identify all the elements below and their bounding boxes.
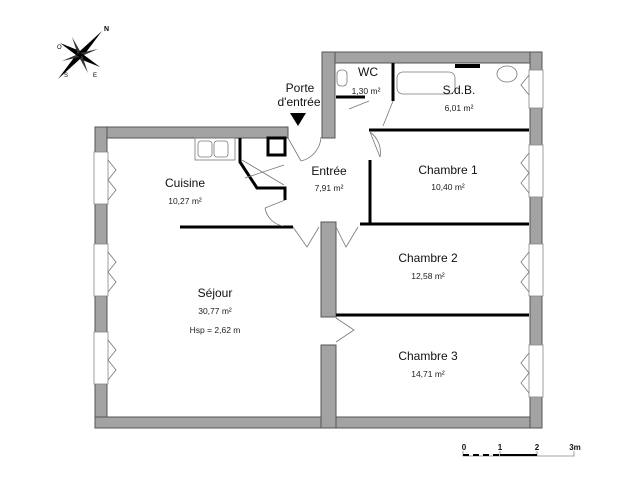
compass-s: S <box>64 73 68 79</box>
room-sejour: Séjour 30,77 m² Hsp = 2,62 m <box>190 286 241 335</box>
scale-tick-2: 2 <box>535 443 540 452</box>
room-area: 1,30 m² <box>352 86 381 96</box>
room-name: Chambre 3 <box>398 349 458 363</box>
room-area: 14,71 m² <box>411 369 445 379</box>
room-name: WC <box>358 65 378 79</box>
interior-partitions <box>180 63 529 317</box>
room-area: 7,91 m² <box>315 183 344 193</box>
ceiling-height: Hsp = 2,62 m <box>190 325 241 335</box>
room-name: Chambre 1 <box>418 163 478 177</box>
compass-rose-icon: N O S E <box>57 26 109 79</box>
scale-bar: 0 1 2 3m <box>462 443 581 457</box>
compass-o: O <box>57 45 62 51</box>
windows <box>93 69 544 398</box>
compass-n: N <box>104 26 109 33</box>
room-area: 12,58 m² <box>411 271 445 281</box>
room-name: S.d.B. <box>443 83 476 97</box>
room-chambre-2: Chambre 2 12,58 m² <box>398 251 458 281</box>
room-area: 30,77 m² <box>198 306 232 316</box>
room-name: Entrée <box>311 164 347 178</box>
entrance-label: Porte d'entrée <box>278 81 321 126</box>
scale-tick-0: 0 <box>462 443 467 452</box>
room-name: Chambre 2 <box>398 251 458 265</box>
room-name: Cuisine <box>165 176 205 190</box>
entrance-label-line2: d'entrée <box>278 95 321 109</box>
room-cuisine: Cuisine 10,27 m² <box>165 176 205 206</box>
compass-e: E <box>93 73 97 79</box>
room-chambre-1: Chambre 1 10,40 m² <box>418 163 478 192</box>
scale-tick-3: 3m <box>569 443 581 452</box>
doors <box>264 100 394 343</box>
room-sdb: S.d.B. 6,01 m² <box>443 83 476 113</box>
room-area: 6,01 m² <box>445 103 474 113</box>
room-entree: Entrée 7,91 m² <box>311 164 347 193</box>
room-wc: WC 1,30 m² <box>352 65 381 96</box>
scale-tick-1: 1 <box>498 443 503 452</box>
room-chambre-3: Chambre 3 14,71 m² <box>398 349 458 379</box>
room-name: Séjour <box>198 286 233 300</box>
entrance-label-line1: Porte <box>286 81 315 95</box>
entrance-arrow-icon <box>290 113 306 126</box>
room-area: 10,27 m² <box>168 196 202 206</box>
room-area: 10,40 m² <box>431 182 465 192</box>
fixtures <box>194 65 518 186</box>
